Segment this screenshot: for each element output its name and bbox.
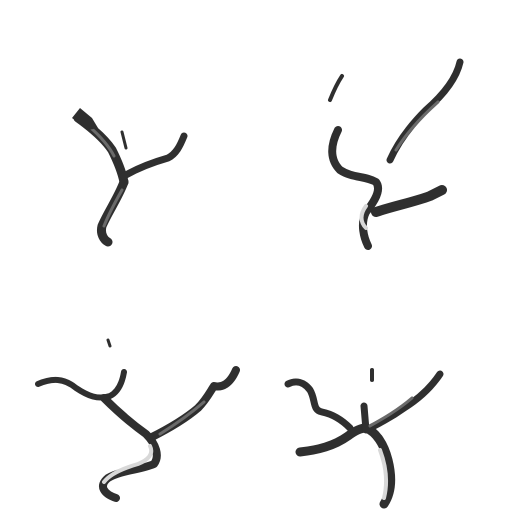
glyph-bottom-right [284, 368, 444, 509]
glyph-top-left [72, 108, 188, 247]
glyph-top-right [328, 58, 464, 250]
glyph-bottom-left [35, 338, 240, 502]
